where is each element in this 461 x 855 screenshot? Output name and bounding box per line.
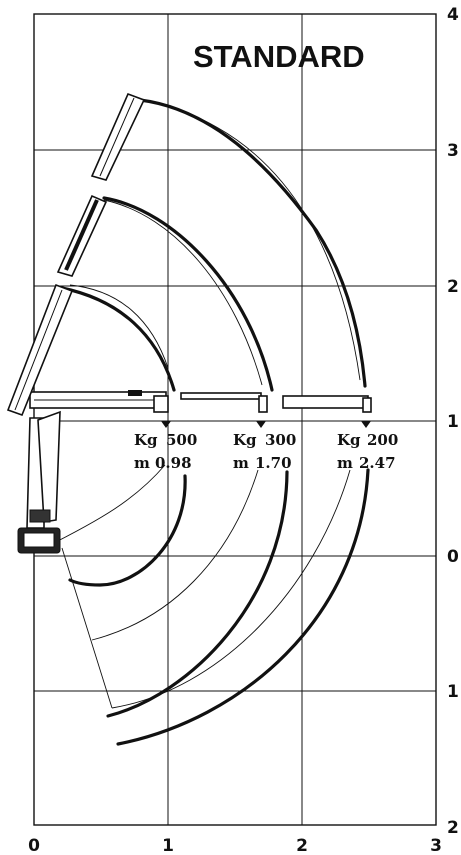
load-kg-label: Kg	[233, 431, 257, 449]
boom-cylinder	[128, 390, 142, 396]
load-m-label: m	[134, 454, 150, 472]
raised-boom-low	[6, 283, 74, 417]
working-range-curves	[60, 98, 370, 746]
diagram-title: STANDARD	[193, 39, 365, 74]
horizontal-boom	[29, 390, 372, 413]
x-axis-labels: 0 1 2 3	[28, 836, 442, 855]
y-tick-label: 4	[447, 5, 459, 25]
load-label-500: Kg 500 m 0.98	[134, 431, 197, 472]
raised-booms	[6, 92, 146, 417]
load-m-label: m	[233, 454, 249, 472]
boom-head	[153, 395, 169, 413]
load-marker-200kg	[361, 421, 371, 428]
column-joint	[29, 509, 51, 523]
raised-boom-high	[90, 92, 146, 181]
y-tick-label: 0	[447, 547, 459, 567]
load-markers	[161, 421, 371, 428]
crane-base-window	[23, 532, 55, 548]
thin-lower-arc-2	[91, 469, 259, 641]
reach-envelope-thin	[43, 99, 361, 709]
load-marker-300kg	[256, 421, 266, 428]
load-label-300: Kg 300 m 1.70	[233, 431, 296, 472]
extension-1	[180, 392, 262, 400]
x-tick-label: 3	[430, 836, 442, 855]
lower-curve-500kg	[68, 474, 187, 587]
thin-arc-small	[69, 284, 169, 369]
upper-curve-200kg	[138, 98, 367, 388]
thin-lower-arc-3	[111, 469, 351, 709]
x-tick-label: 0	[28, 836, 40, 855]
raised-boom-high-inner	[99, 97, 135, 177]
y-tick-label: 1	[447, 412, 459, 432]
raised-boom-low-inner	[14, 289, 63, 411]
thin-radial-line	[61, 547, 113, 709]
upper-curve-300kg	[102, 196, 274, 392]
chart-frame	[33, 13, 437, 826]
lower-curve-300kg	[106, 470, 289, 718]
grid	[33, 13, 437, 826]
extension-2-head	[362, 397, 372, 413]
load-m-value: 2.47	[359, 454, 396, 472]
y-tick-label: 1	[447, 682, 459, 702]
y-tick-label: 2	[447, 277, 459, 297]
x-tick-label: 1	[162, 836, 174, 855]
column-ram	[37, 410, 61, 523]
load-marker-500kg	[161, 421, 171, 428]
load-kg-label: Kg	[134, 431, 158, 449]
upper-curve-500kg	[60, 286, 176, 392]
extension-2	[282, 395, 369, 409]
load-kg-value: 200	[367, 431, 398, 449]
thin-lower-arc-1	[43, 464, 166, 549]
load-label-200: Kg 200 m 2.47	[337, 431, 398, 472]
y-tick-label: 3	[447, 141, 459, 161]
lower-curve-200kg	[116, 468, 370, 746]
load-m-value: 0.98	[155, 454, 192, 472]
y-tick-label: 2	[447, 818, 459, 838]
extension-1-head	[258, 395, 268, 413]
crane-base	[17, 410, 61, 554]
load-kg-value: 500	[166, 431, 197, 449]
thin-arc-medium	[103, 199, 263, 386]
y-axis-labels: 4 3 2 1 0 1 2	[447, 5, 459, 838]
load-m-label: m	[337, 454, 353, 472]
load-m-value: 1.70	[255, 454, 292, 472]
x-tick-label: 2	[296, 836, 308, 855]
raised-boom-mid-solid	[64, 199, 99, 271]
load-kg-label: Kg	[337, 431, 361, 449]
thin-arc-large	[139, 99, 361, 381]
load-kg-value: 300	[265, 431, 296, 449]
